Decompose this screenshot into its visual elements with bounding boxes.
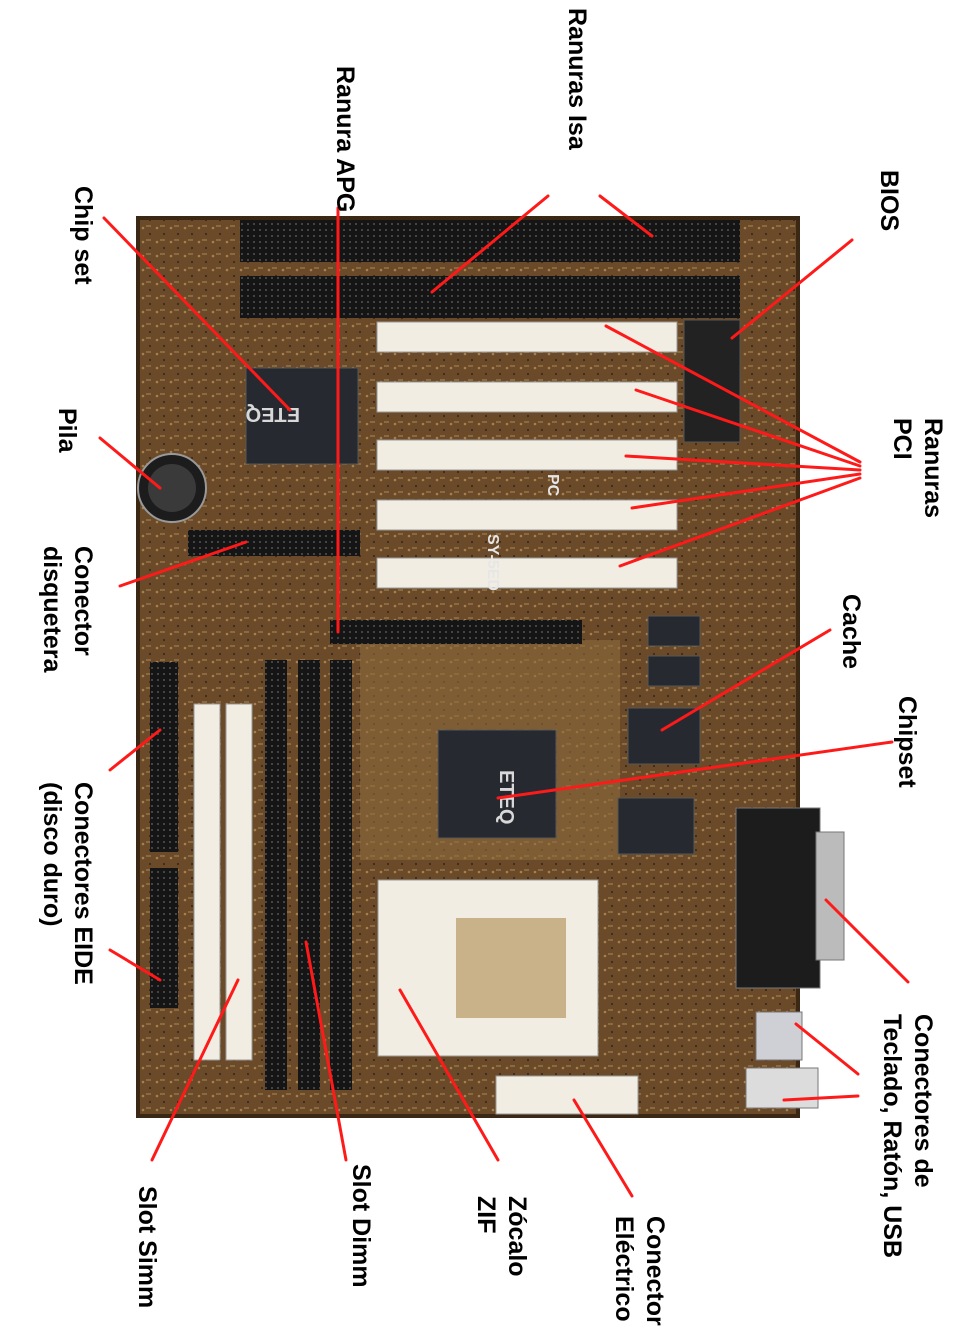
- leader-zif: [400, 990, 498, 1160]
- leader-pila: [100, 438, 160, 488]
- label-slot-simm: Slot Simm: [131, 1186, 162, 1308]
- label-chip-set: Chip set: [67, 186, 98, 285]
- leader-parallel: [826, 900, 908, 982]
- label-ranuras-isa: Ranuras Isa: [561, 8, 592, 150]
- leader-isa-1: [600, 196, 652, 236]
- leader-simm: [152, 980, 238, 1160]
- label-ranuras-pci: Ranuras PCI: [886, 418, 948, 518]
- label-slot-dimm: Slot Dimm: [345, 1164, 376, 1288]
- leader-isa-2: [432, 196, 548, 292]
- leader-eide-2: [110, 950, 160, 980]
- leader-teclado-2: [784, 1096, 858, 1100]
- leader-dimm: [306, 942, 346, 1160]
- leader-cache: [662, 630, 830, 730]
- leader-teclado-1: [796, 1024, 858, 1074]
- label-pila: Pila: [51, 408, 82, 452]
- leader-pci-3: [626, 456, 860, 470]
- label-conector-disquetera: Conector disquetera: [36, 546, 98, 672]
- label-ranura-apg: Ranura APG: [329, 66, 360, 212]
- leader-chipset-north: [104, 218, 290, 410]
- label-bios: BIOS: [873, 170, 904, 231]
- leader-electrico: [574, 1100, 632, 1196]
- label-zocalo-zif: Zócalo ZIF: [470, 1196, 532, 1277]
- leader-disquetera: [120, 542, 246, 586]
- leader-eide-1: [110, 730, 160, 770]
- label-conectores-teclado: Conectores de Teclado, Ratón, USB: [876, 1014, 938, 1258]
- label-conectores-eide: Conectores EIDE (disco duro): [36, 782, 98, 985]
- leader-bios: [732, 240, 852, 338]
- label-chipset: Chipset: [891, 696, 922, 788]
- label-conector-electrico: Conector Eléctrico: [608, 1216, 670, 1326]
- leader-chipset: [498, 742, 892, 798]
- label-cache: Cache: [835, 594, 866, 669]
